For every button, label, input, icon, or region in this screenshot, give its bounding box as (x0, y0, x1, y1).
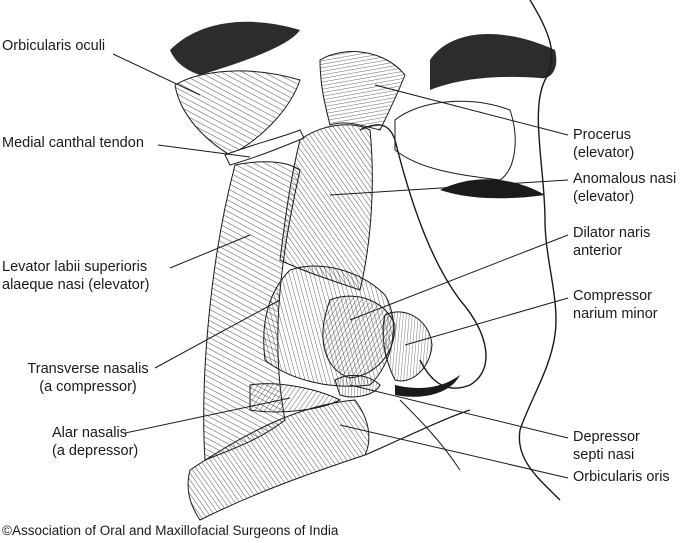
leader-dilator-naris (349, 234, 569, 321)
leader-procerus (374, 84, 569, 136)
anomalous-nasi-muscle (279, 124, 373, 291)
label-orbicularis-oculi: Orbicularis oculi (2, 38, 106, 54)
label-anomalous-nasi: Anomalous nasi (elevator) (573, 171, 677, 205)
face-profile (518, 0, 561, 501)
label-orbicularis-oris: Orbicularis oris (573, 469, 670, 485)
label-procerus: Procerus (elevator) (573, 127, 635, 161)
leader-orbicularis-oculi (112, 53, 201, 96)
depressor-septi-muscle (334, 374, 381, 398)
nasal-dorsum (359, 124, 487, 389)
right-eye-socket (394, 100, 516, 181)
right-eyebrow (430, 33, 557, 90)
leader-transverse-nasalis (154, 299, 281, 369)
leader-orbicularis-oris (339, 424, 569, 479)
dilator-naris-muscle (322, 295, 396, 379)
leader-compressor-narium (404, 297, 569, 346)
compressor-narium-muscle (382, 311, 433, 382)
procerus-muscle (319, 51, 406, 131)
orbicularis-oculi-muscle (174, 70, 301, 156)
copyright-notice: ©Association of Oral and Maxillofacial S… (2, 523, 339, 538)
leader-anomalous-nasi (329, 179, 569, 196)
leader-alar-nasalis (124, 397, 291, 434)
upper-lip-contour (364, 409, 471, 456)
nostril (395, 375, 460, 397)
left-eyebrow (170, 21, 300, 75)
label-compressor-narium: Compressor narium minor (573, 288, 658, 322)
label-transverse-nasalis: Transverse nasalis (a compressor) (27, 361, 149, 395)
label-depressor-septi: Depressor septi nasi (573, 429, 640, 463)
leader-depressor-septi (349, 384, 569, 439)
label-dilator-naris: Dilator naris anterior (573, 225, 651, 259)
cheek-contour (399, 399, 461, 471)
label-levator-labii: Levator labii superioris alaeque nasi (e… (2, 259, 150, 293)
label-alar-nasalis: Alar nasalis (a depressor) (52, 425, 139, 459)
right-eye-lid (440, 179, 545, 199)
label-medial-canthal-tendon: Medial canthal tendon (2, 135, 144, 151)
leader-medial-canthal (157, 144, 251, 158)
leader-levator-labii (169, 234, 251, 269)
alar-nasalis-muscle (249, 383, 342, 413)
